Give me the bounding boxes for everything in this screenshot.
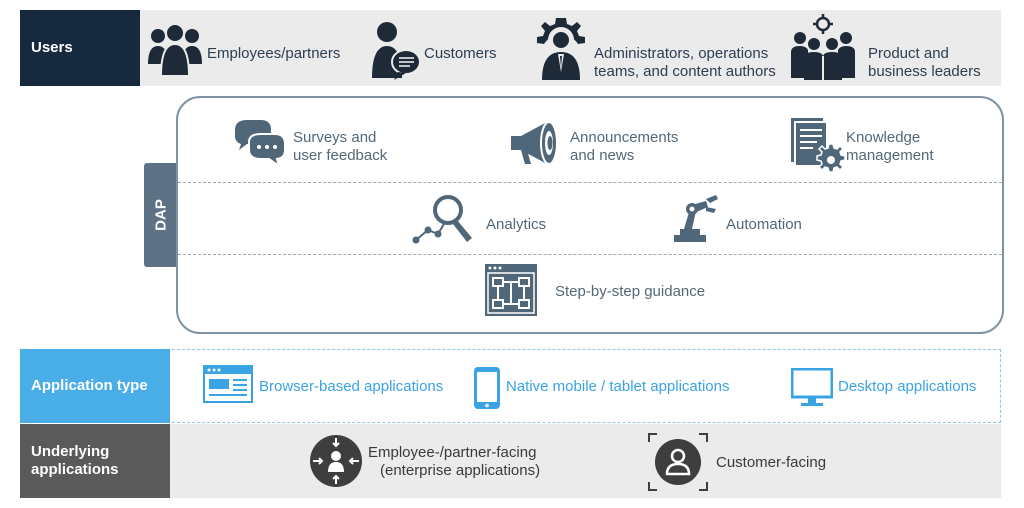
- dap-announcements: Announcements and news: [570, 129, 678, 165]
- magnifier-chart-icon: [412, 194, 478, 246]
- user-customers: Customers: [424, 45, 497, 63]
- dap-surveys-line2: user feedback: [293, 147, 388, 164]
- app-type-desktop: Desktop applications: [838, 378, 976, 396]
- user-administrators: Administrators, operations teams, and co…: [594, 45, 776, 81]
- user-leaders-line2: business leaders: [868, 63, 981, 80]
- dap-divider-1: [178, 182, 1002, 183]
- underlying-employee-line2: (enterprise applications): [380, 462, 541, 479]
- dap-divider-2: [178, 254, 1002, 255]
- dap-surveys-line1: Surveys and: [293, 129, 377, 146]
- document-gear-icon: [789, 116, 845, 176]
- user-customers-label: Customers: [424, 45, 497, 62]
- dap-automation: Automation: [726, 216, 802, 234]
- enterprise-user-arrows-icon: [309, 434, 363, 488]
- users-row-label: Users: [20, 10, 140, 86]
- flowchart-window-icon: [484, 263, 538, 317]
- admin-gear-person-icon: [532, 16, 590, 80]
- underlying-employee: Employee-/partner-facing (enterprise app…: [368, 444, 540, 480]
- app-type-browser: Browser-based applications: [259, 378, 443, 396]
- app-type-mobile-label: Native mobile / tablet applications: [506, 378, 730, 395]
- dap-container: [176, 96, 1004, 334]
- dap-tab: DAP: [144, 163, 178, 267]
- dap-guidance-label: Step-by-step guidance: [555, 283, 706, 300]
- robot-arm-icon: [670, 195, 720, 243]
- underlying-label-line1: Underlying: [31, 443, 110, 460]
- user-leaders: Product and business leaders: [868, 45, 981, 81]
- app-type-browser-label: Browser-based applications: [259, 378, 444, 395]
- underlying-customer: Customer-facing: [716, 454, 826, 472]
- user-employees-label: Employees/partners: [207, 45, 341, 62]
- chat-bubbles-icon: [231, 116, 287, 168]
- app-type-mobile: Native mobile / tablet applications: [506, 378, 729, 396]
- mobile-device-icon: [473, 366, 501, 410]
- dap-knowledge-line2: management: [846, 147, 934, 164]
- group-people-icon: [147, 24, 203, 78]
- dap-analytics-label: Analytics: [486, 216, 547, 233]
- dap-label: DAP: [152, 199, 170, 231]
- application-type-row-label: Application type: [20, 349, 170, 423]
- desktop-monitor-icon: [791, 368, 833, 408]
- dap-announcements-line1: Announcements: [570, 129, 679, 146]
- leaders-target-icon: [790, 14, 856, 82]
- dap-knowledge: Knowledge management: [846, 129, 934, 165]
- customer-chat-icon: [370, 20, 422, 80]
- user-administrators-line2: teams, and content authors: [594, 63, 776, 80]
- user-administrators-line1: Administrators, operations: [594, 45, 769, 62]
- dap-surveys: Surveys and user feedback: [293, 129, 387, 165]
- application-type-label: Application type: [31, 377, 148, 394]
- dap-guidance: Step-by-step guidance: [555, 283, 705, 301]
- browser-window-icon: [203, 365, 253, 403]
- application-type-band: [172, 349, 1001, 423]
- users-label: Users: [31, 39, 73, 56]
- underlying-customer-label: Customer-facing: [716, 454, 827, 471]
- underlying-label-line2: applications: [31, 461, 119, 478]
- dap-automation-label: Automation: [726, 216, 802, 233]
- underlying-band: [170, 424, 1001, 498]
- megaphone-icon: [507, 118, 567, 168]
- dap-analytics: Analytics: [486, 216, 546, 234]
- user-leaders-line1: Product and: [868, 45, 949, 62]
- app-type-desktop-label: Desktop applications: [838, 378, 977, 395]
- dap-knowledge-line1: Knowledge: [846, 129, 921, 146]
- underlying-row-label: Underlying applications: [20, 424, 170, 498]
- underlying-employee-line1: Employee-/partner-facing: [368, 444, 537, 461]
- customer-focus-icon: [647, 432, 709, 492]
- user-employees-partners: Employees/partners: [207, 45, 340, 63]
- dap-announcements-line2: and news: [570, 147, 635, 164]
